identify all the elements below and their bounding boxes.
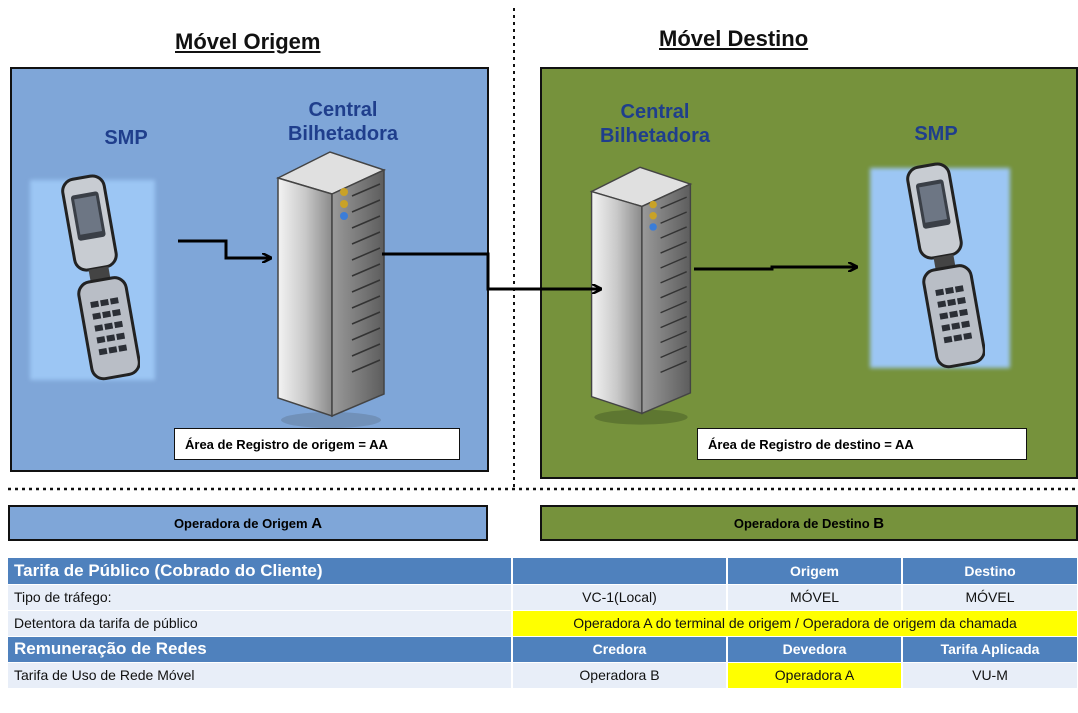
- table-header-row: Remuneração de Redes Credora Devedora Ta…: [8, 636, 1078, 663]
- mobile-phone-icon: [906, 162, 985, 369]
- origin-smp-label: SMP: [104, 127, 148, 149]
- table-header-col4: Destino: [902, 558, 1078, 585]
- destination-operadora-box: Operadora de Destino B: [540, 505, 1078, 541]
- origin-operadora-box: Operadora de Origem A: [8, 505, 488, 541]
- origin-operadora-text: Operadora de Origem: [173, 515, 308, 531]
- separator-lines: [8, 8, 1078, 491]
- table-cell: VC-1(Local): [512, 584, 728, 611]
- server-tower-icon: [275, 151, 387, 428]
- table-header-col2: Credora: [512, 636, 728, 663]
- mobile-phone-icon: [61, 174, 140, 381]
- table-header-col3: Devedora: [727, 636, 903, 663]
- table-cell-label: Tipo de tráfego:: [8, 584, 513, 611]
- table-row: Detentora da tarifa de público Operadora…: [8, 610, 1078, 637]
- destination-central-label: Central Bilhetadora: [599, 101, 711, 147]
- table-cell: MÓVEL: [902, 584, 1078, 611]
- destination-section-title: Móvel Destino: [659, 26, 809, 51]
- table-cell-highlight: Operadora A do terminal de origem / Oper…: [512, 610, 1078, 637]
- table-header-col4: Tarifa Aplicada: [902, 636, 1078, 663]
- origin-central-label: Central Bilhetadora: [287, 99, 399, 145]
- origin-operadora-letter: A: [311, 514, 323, 532]
- table-cell-highlight: Operadora A: [727, 662, 903, 689]
- table-header-row: Tarifa de Público (Cobrado do Cliente) O…: [8, 558, 1078, 585]
- flow-arrows: [178, 239, 1078, 480]
- table-cell: Operadora B: [512, 662, 728, 689]
- server-tower-icon: [589, 166, 693, 425]
- table-row: Tarifa de Uso de Rede Móvel Operadora B …: [8, 662, 1078, 689]
- destination-operadora-text: Operadora de Destino: [733, 515, 870, 531]
- table-header-col2: [512, 558, 728, 585]
- table-cell-label: Tarifa de Uso de Rede Móvel: [8, 662, 513, 689]
- destination-smp-label: SMP: [914, 123, 958, 145]
- table-cell: VU-M: [902, 662, 1078, 689]
- table-header-label: Tarifa de Público (Cobrado do Cliente): [8, 558, 513, 585]
- tariff-table: Tarifa de Público (Cobrado do Cliente) O…: [8, 558, 1078, 689]
- table-cell-label: Detentora da tarifa de público: [8, 610, 513, 637]
- table-header-col3: Origem: [727, 558, 903, 585]
- arrow-right-icon: [382, 252, 600, 289]
- table-row: Tipo de tráfego: VC-1(Local) MÓVEL MÓVEL: [8, 584, 1078, 611]
- origin-section-title: Móvel Origem: [175, 29, 321, 54]
- arrow-right-icon: [178, 239, 270, 258]
- arrow-right-icon: [694, 267, 856, 269]
- origin-registro-box: Área de Registro de origem = AA: [174, 428, 460, 460]
- table-cell: MÓVEL: [727, 584, 903, 611]
- table-header-label: Remuneração de Redes: [8, 636, 513, 663]
- destination-operadora-letter: B: [873, 514, 885, 532]
- destination-registro-box: Área de Registro de destino = AA: [697, 428, 1027, 460]
